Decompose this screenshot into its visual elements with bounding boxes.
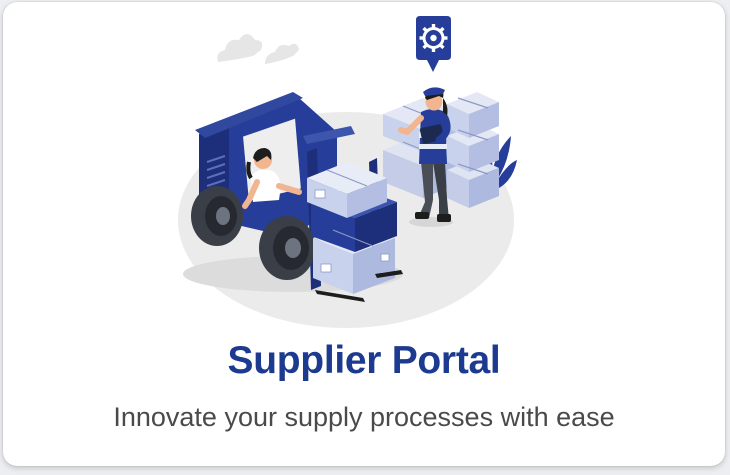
gear-pin-icon — [416, 16, 451, 72]
card-subtitle: Innovate your supply processes with ease — [113, 402, 615, 432]
box-stack-forks — [307, 162, 397, 294]
wheel-front — [259, 216, 315, 280]
worker-person — [398, 87, 453, 227]
driver-person — [242, 148, 302, 209]
cloud-icon — [217, 34, 299, 64]
forklift — [183, 92, 403, 302]
card-title: Supplier Portal — [227, 339, 501, 382]
forklift-warehouse-illustration — [178, 16, 517, 328]
wheel-back — [191, 186, 243, 246]
supplier-portal-card[interactable]: Supplier Portal Innovate your supply pro… — [3, 2, 725, 466]
